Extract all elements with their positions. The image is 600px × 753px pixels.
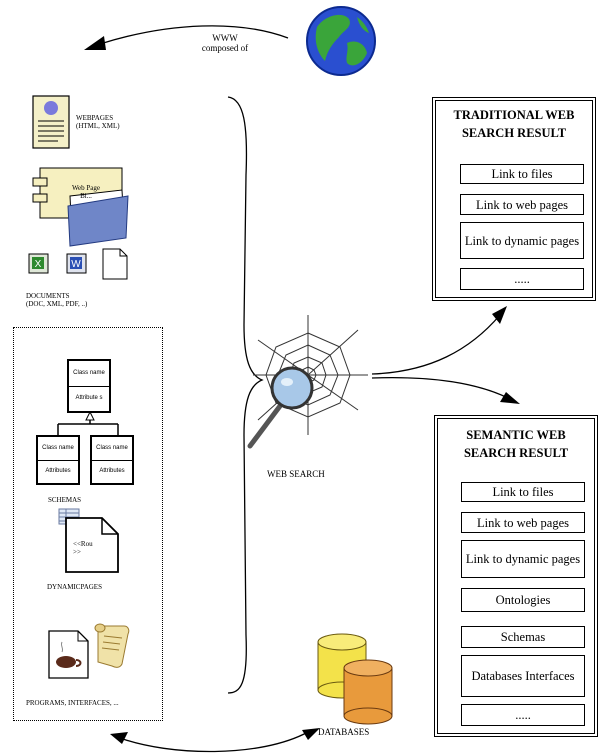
class-attrs-text: Attribute s [75,395,103,402]
schemas-label: SCHEMAS [48,496,82,504]
folder-label: Web Page Bi... [66,184,106,200]
class-name-text: Class name [42,444,74,451]
dynamic-doc-text: <<Rou >> [73,540,93,556]
traditional-link-more[interactable]: ..... [460,268,584,290]
traditional-title-line1: TRADITIONAL WEB [453,108,575,122]
semantic-link-dynamic-pages[interactable]: Link to dynamic pages [461,540,585,578]
semantic-title: SEMANTIC WEB SEARCH RESULT [435,426,597,462]
traditional-link-files[interactable]: Link to files [460,164,584,184]
dynamic-pages-label: DYNAMICPAGES [47,583,102,591]
programs-label: PROGRAMS, INTERFACES, ... [26,699,119,707]
components-dotted-box [13,327,163,721]
semantic-link-files[interactable]: Link to files [461,482,585,502]
traditional-link-web-pages[interactable]: Link to web pages [460,194,584,215]
semantic-title-line2: SEARCH RESULT [463,446,569,460]
folder-label-line1: Web Page [71,184,100,192]
semantic-link-schemas[interactable]: Schemas [461,626,585,648]
webpages-label-line2: (HTML, XML) [76,122,120,130]
globe-icon [306,6,376,76]
class-name-text: Class name [96,444,128,451]
excel-file-icon: X [28,253,49,274]
dynamic-doc-line1: <<Rou [73,540,93,548]
semantic-link-database-interfaces[interactable]: Databases Interfaces [461,655,585,697]
dynamic-doc-line2: >> [73,548,81,556]
databases-label: DATABASES [318,727,370,737]
traditional-title-line2: SEARCH RESULT [461,126,567,140]
scroll-icon [94,623,130,668]
traditional-link-dynamic-pages[interactable]: Link to dynamic pages [460,222,584,259]
schema-class-left: Class name Attributes [36,435,80,485]
svg-text:W: W [71,259,81,270]
magnifier-icon [247,366,314,449]
class-attrs-text: Attributes [45,468,71,475]
dynamic-page-icon [65,517,119,573]
semantic-result-panel: SEMANTIC WEB SEARCH RESULT Link to files… [434,415,598,737]
documents-label-line2: (DOC, XML, PDF, ..) [26,300,88,308]
semantic-link-ontologies[interactable]: Ontologies [461,588,585,612]
web-search-label: WEB SEARCH [267,469,325,479]
semantic-link-web-pages[interactable]: Link to web pages [461,512,585,533]
class-name-text: Class name [73,369,105,376]
www-label-line2: composed of [201,43,249,53]
www-label-line1: WWW [212,33,238,43]
webpages-label-line1: WEBPAGES [76,114,114,122]
schema-connectors [57,410,119,436]
class-attrs-text: Attributes [99,468,125,475]
webpages-label: WEBPAGES (HTML, XML) [76,114,120,130]
schema-class-top: Class name Attribute s [67,359,111,413]
semantic-title-line1: SEMANTIC WEB [466,428,566,442]
documents-label: DOCUMENTS (DOC, XML, PDF, ..) [26,292,87,308]
blank-file-icon [102,248,128,280]
traditional-title: TRADITIONAL WEB SEARCH RESULT [433,106,595,142]
semantic-link-more[interactable]: ..... [461,704,585,726]
database-icon [317,633,393,725]
folder-label-line2: Bi... [80,192,92,200]
program-document-icon [48,630,89,679]
schema-class-right: Class name Attributes [90,435,134,485]
traditional-result-panel: TRADITIONAL WEB SEARCH RESULT Link to fi… [432,97,596,301]
documents-label-line1: DOCUMENTS [26,292,70,300]
webpage-icon [32,95,70,149]
svg-text:X: X [35,259,42,270]
folder-icon [32,167,129,247]
www-label: WWW composed of [185,33,265,53]
www-arrow [84,25,289,50]
word-file-icon: W [66,253,87,274]
curly-brace [227,96,264,694]
